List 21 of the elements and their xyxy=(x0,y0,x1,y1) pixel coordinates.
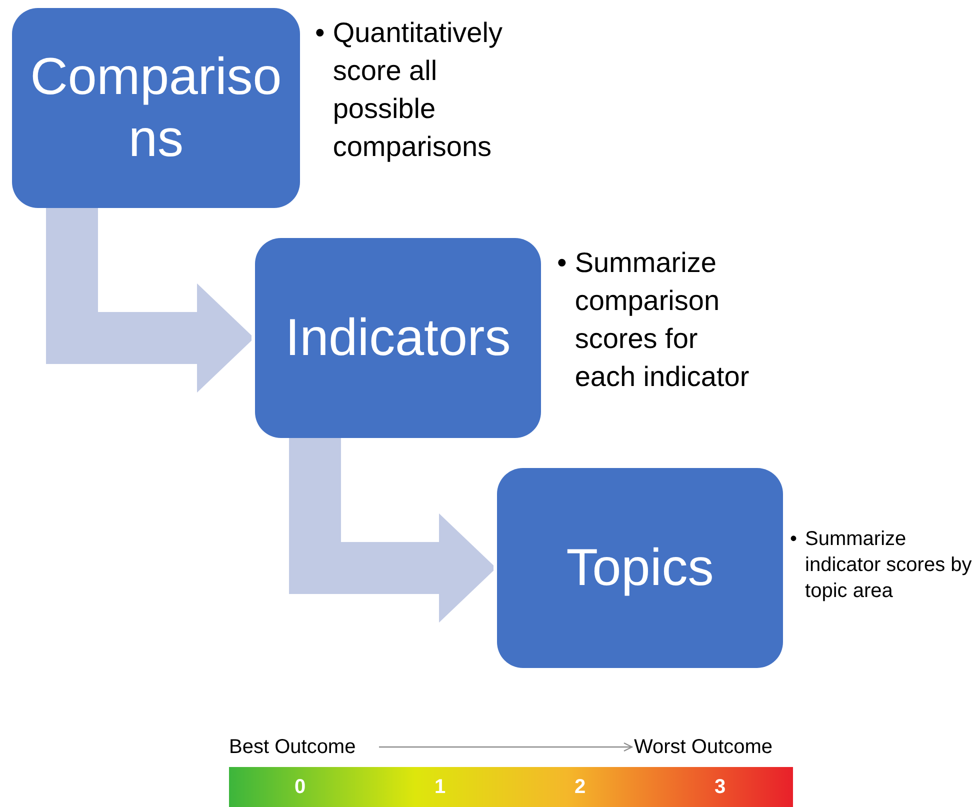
scale-label: Best Outcome xyxy=(229,733,379,761)
block-arrow xyxy=(46,208,254,393)
box-title: Indicators xyxy=(285,308,511,369)
scale-value: 1 xyxy=(434,775,446,800)
bullet-mark: • xyxy=(790,527,798,552)
box-title: Comparisons xyxy=(29,47,283,170)
bullet-text: Summarize indicator scores by topic area xyxy=(805,527,973,604)
bullet-mark: • xyxy=(315,16,325,50)
scale-value: 2 xyxy=(574,775,586,800)
block-arrow xyxy=(289,438,496,623)
bullet-text: Quantitatively score all possible comparisons xyxy=(332,16,504,164)
scale-label: Worst Outcome xyxy=(634,733,794,761)
process-box xyxy=(255,238,541,438)
scale-value: 0 xyxy=(294,775,306,800)
scale-value: 3 xyxy=(714,775,726,800)
box-title: Topics xyxy=(566,538,714,599)
arrow xyxy=(379,742,633,752)
process-box xyxy=(497,468,783,668)
bullet-text: Summarize comparison scores for each indicator xyxy=(574,246,750,394)
process-box xyxy=(12,8,300,208)
bullet-mark: • xyxy=(557,246,567,280)
